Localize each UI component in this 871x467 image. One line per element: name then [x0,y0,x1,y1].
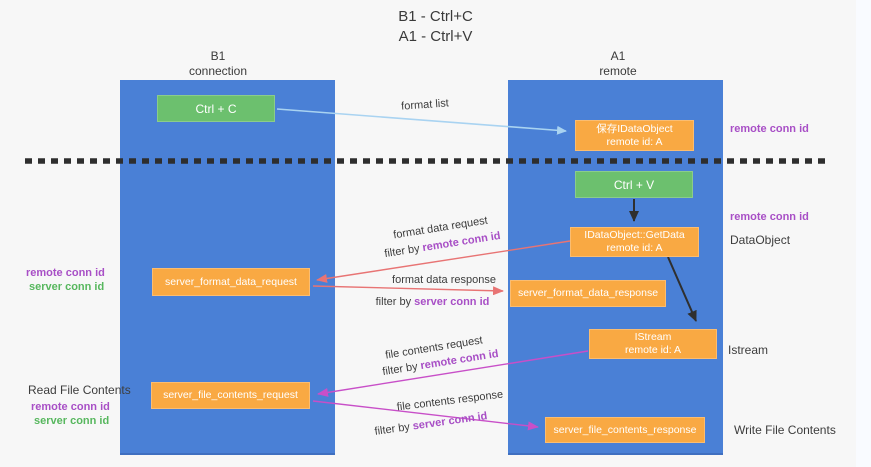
server-format-data-response-label: server_format_data_response [517,287,659,299]
diagram-title: B1 - Ctrl+C A1 - Ctrl+V [0,7,871,47]
getdata-line1: IDataObject::GetData [584,229,685,241]
ctrl-c-box: Ctrl + C [157,95,275,122]
filter-by-text: filter by [381,360,419,379]
window-edge-strip [856,0,871,467]
istream-annotation: Istream [728,343,769,357]
column-a1-role: remote [599,64,637,78]
column-header-a1: A1 remote [558,49,678,79]
column-b1-name: B1 [210,49,226,63]
server-file-contents-request-label: server_file_contents_request [163,389,298,401]
server-format-data-request-box: server_format_data_request [152,268,310,296]
column-a1-name: A1 [610,49,626,63]
filter-by-text: filter by [375,296,412,308]
column-b1-role: connection [188,64,248,78]
format-data-response-label: format data response [392,274,496,286]
server-conn-id-annotation-left-2: server conn id [34,415,110,427]
title-line-2: A1 - Ctrl+V [398,28,473,45]
filter-by-text: filter by [373,421,411,438]
istream-box: IStream remote id: A [589,329,717,359]
server-file-contents-response-label: server_file_contents_response [553,423,697,436]
format-data-response-arrow [312,285,504,296]
getdata-line2: remote id: A [606,242,663,254]
write-file-contents-annotation: Write File Contents [734,423,836,437]
server-file-contents-request-box: server_file_contents_request [151,382,310,409]
server-conn-id-annotation-left-1: server conn id [29,281,105,293]
save-idataobject-line1: 保存IDataObject [596,122,673,135]
read-file-contents-annotation: Read File Contents [28,383,131,397]
file-contents-response-label: file contents response [396,388,504,414]
ctrl-v-box: Ctrl + V [575,171,693,198]
remote-conn-id-annotation-mid: remote conn id [730,211,809,223]
remote-conn-id-annotation-top: remote conn id [730,123,809,135]
remote-conn-id-annotation-left-1: remote conn id [26,267,105,279]
server-conn-id-text: server conn id [411,410,489,433]
title-line-1: B1 - Ctrl+C [398,8,473,25]
istream-line2: remote id: A [624,344,682,356]
server-file-contents-response-box: server_file_contents_response [545,417,705,443]
save-idataobject-line2: remote id: A [606,135,663,148]
server-conn-id-text: server conn id [414,296,490,308]
format-list-label: format list [400,97,450,113]
remote-conn-id-annotation-left-2: remote conn id [31,401,110,413]
ctrl-c-label: Ctrl + C [195,101,237,116]
server-format-data-response-box: server_format_data_response [510,280,666,307]
save-idataobject-box: 保存IDataObject remote id: A [575,120,694,151]
idataobject-getdata-box: IDataObject::GetData remote id: A [570,227,699,257]
filter-by-server-conn-id-label-1: filter by server conn id [375,296,490,308]
ctrl-v-label: Ctrl + V [613,177,655,192]
filter-by-server-conn-id-label-2: filter by server conn id [370,410,492,439]
dataobject-annotation: DataObject [730,233,791,247]
server-format-data-request-label: server_format_data_request [165,275,297,288]
istream-line1: IStream [634,331,672,343]
column-header-b1: B1 connection [158,49,278,79]
filter-by-text: filter by [383,242,421,261]
